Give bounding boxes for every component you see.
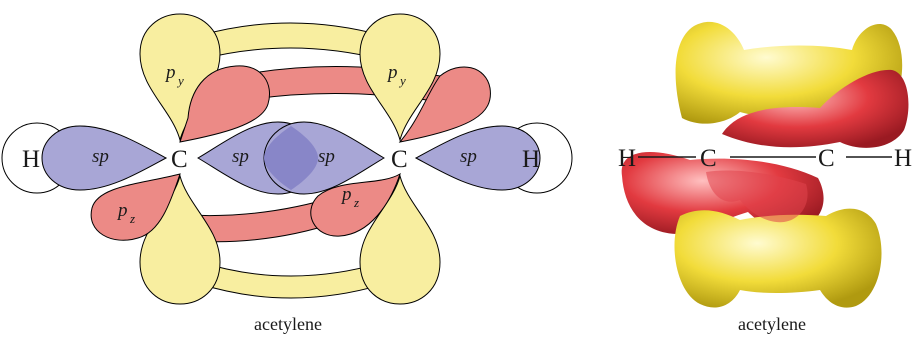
sp-label-3: sp bbox=[318, 146, 335, 167]
pz-right-subscript: z bbox=[353, 195, 359, 210]
right-caption: acetylene bbox=[738, 314, 806, 334]
c-right-atom: C bbox=[818, 145, 835, 172]
py-lobe-right-top bbox=[359, 13, 441, 142]
h-right-label: H bbox=[522, 146, 540, 173]
left-orbital-diagram: H C C H sp sp sp sp p y p y p z p z acet… bbox=[1, 13, 573, 334]
right-orbital-rendering: H C C H acetylene bbox=[618, 21, 912, 334]
py-left-label: p bbox=[164, 62, 176, 83]
sp-sigma-overlap bbox=[264, 126, 318, 190]
left-caption: acetylene bbox=[254, 314, 322, 334]
pz-lobe-right-upper bbox=[398, 66, 491, 143]
pz-left-subscript: z bbox=[129, 211, 135, 226]
c-left-atom: C bbox=[700, 145, 717, 172]
c-right-label: C bbox=[391, 146, 408, 173]
sp-label-1: sp bbox=[92, 146, 109, 167]
pz-right-label: p bbox=[340, 184, 352, 205]
h-left-atom: H bbox=[618, 145, 636, 172]
pz-lobe-right-lower bbox=[310, 172, 401, 237]
sp-label-2: sp bbox=[232, 146, 249, 167]
py-pi-overlap-top bbox=[197, 22, 385, 61]
sp-lobe-h-left bbox=[41, 125, 168, 191]
py-pi-overlap-bottom bbox=[199, 261, 385, 299]
py-left-subscript: y bbox=[176, 73, 184, 88]
h-right-atom: H bbox=[894, 145, 912, 172]
pi-cloud-red-top bbox=[722, 69, 909, 148]
pz-left-label: p bbox=[116, 200, 128, 221]
pz-lobe-left-upper bbox=[179, 65, 270, 143]
c-left-label: C bbox=[171, 146, 188, 173]
sp-lobe-h-right bbox=[414, 125, 541, 191]
py-right-subscript: y bbox=[398, 73, 406, 88]
pi-cloud-yellow-bottom bbox=[674, 208, 882, 308]
pz-lobe-left-lower bbox=[90, 173, 181, 241]
py-right-label: p bbox=[386, 62, 398, 83]
sp-label-4: sp bbox=[460, 146, 477, 167]
pi-overlap-bottom-red bbox=[706, 170, 808, 223]
h-left-label: H bbox=[22, 146, 40, 173]
py-lobe-right-bottom bbox=[359, 174, 441, 305]
